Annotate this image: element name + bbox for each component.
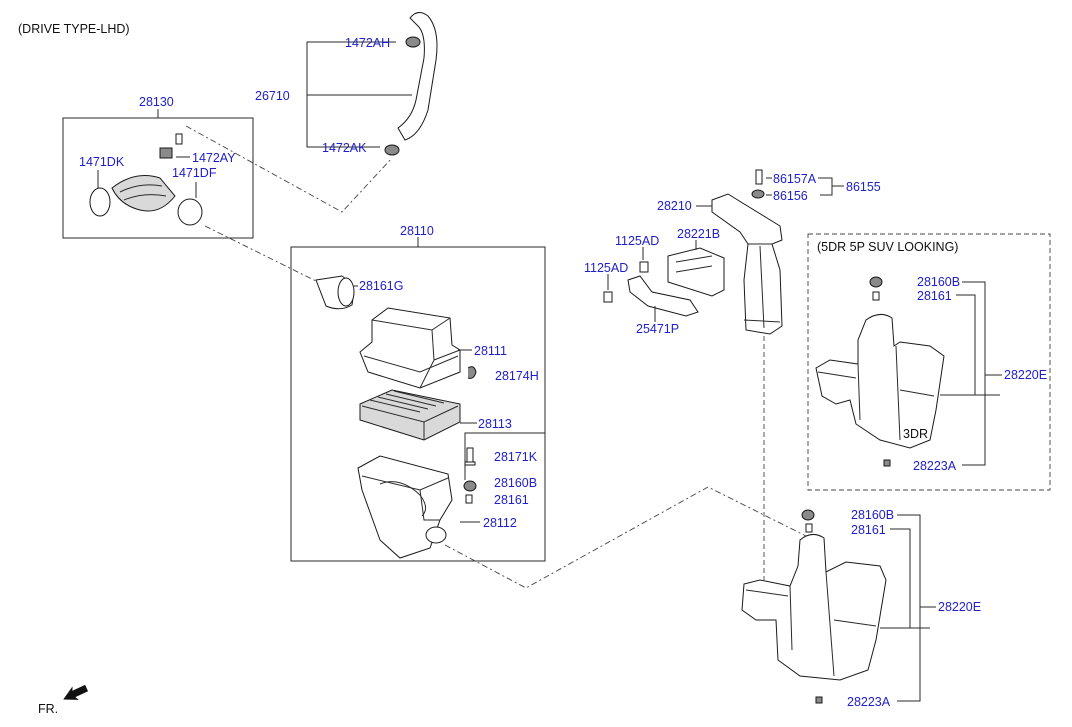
callout-28110[interactable]: 28110 (400, 224, 434, 238)
bushing-28161-suv (872, 291, 880, 301)
callout-1125AD-upper[interactable]: 1125AD (615, 234, 659, 248)
callout-28220E-std[interactable]: 28220E (938, 600, 981, 614)
group-28220E: 28160B 28161 28223A 28220E (741, 508, 981, 709)
callout-28223A-std[interactable]: 28223A (847, 695, 891, 709)
breather-hose-26710 (397, 12, 438, 141)
callout-25471P[interactable]: 25471P (636, 322, 679, 336)
callout-1472AK[interactable]: 1472AK (322, 141, 367, 155)
grommet-28160B (463, 480, 477, 492)
callout-28223A-suv[interactable]: 28223A (913, 459, 957, 473)
callout-26710[interactable]: 26710 (255, 89, 290, 103)
callout-28161G[interactable]: 28161G (359, 279, 403, 293)
callout-1125AD-lower[interactable]: 1125AD (584, 261, 628, 275)
variant-box (807, 233, 1051, 491)
bolt-28171K (464, 447, 476, 466)
bolt-86157A (755, 169, 763, 185)
callout-28160B-suv[interactable]: 28160B (917, 275, 960, 289)
clip-1472AY (159, 147, 173, 159)
intake-hose-28130 (111, 175, 176, 212)
callout-28130[interactable]: 28130 (139, 95, 174, 109)
callout-28210[interactable]: 28210 (657, 199, 692, 213)
hose-clamp-1471DK (89, 187, 111, 217)
hose-clamp-1471DF (177, 198, 203, 226)
callout-28171K[interactable]: 28171K (494, 450, 538, 464)
callout-28113[interactable]: 28113 (478, 417, 512, 431)
callout-28111[interactable]: 28111 (474, 344, 507, 358)
svg-text:3DR: 3DR (903, 427, 928, 441)
bolt-1472AY (175, 133, 183, 145)
fr-label: FR. (38, 702, 58, 716)
hose-clamp-1472AK (384, 144, 400, 156)
group-variant-suv: (5DR 5P SUV LOOKING) 28160B 28161 3DR 28… (807, 233, 1051, 491)
bolt-1125AD-lower (603, 291, 613, 303)
bolt-28223A-std (815, 696, 823, 704)
bolt-28223A-suv (883, 459, 891, 467)
drive-type-label: (DRIVE TYPE-LHD) (18, 22, 130, 36)
callout-28112[interactable]: 28112 (483, 516, 517, 530)
callout-28221B[interactable]: 28221B (677, 227, 720, 241)
callout-28220E-suv[interactable]: 28220E (1004, 368, 1047, 382)
callout-86156[interactable]: 86156 (773, 189, 808, 203)
callout-28174H[interactable]: 28174H (495, 369, 539, 383)
air-filter-28113 (359, 389, 461, 441)
resonator-28220E-suv (815, 314, 945, 449)
callout-86157A[interactable]: 86157A (773, 172, 817, 186)
group-28130: 28130 1471DK 1472AY 1471DF (62, 95, 254, 239)
callout-28160B-std[interactable]: 28160B (851, 508, 894, 522)
grommet-86156 (751, 189, 765, 199)
front-arrow-icon (63, 684, 89, 700)
group-28210: 86157A 86156 86155 28210 28221B 1125AD 1… (584, 169, 881, 580)
inlet-duct-28210 (711, 193, 783, 335)
resonator-28220E (741, 534, 887, 681)
group-28110: 28110 28161G 28111 28174H 28113 28171K 2… (290, 224, 546, 562)
grommet-28160B-suv (869, 276, 883, 288)
grommet-28160B-std (801, 509, 815, 521)
callout-28161-suv[interactable]: 28161 (917, 289, 952, 303)
front-direction-indicator: FR. (38, 684, 89, 716)
bushing-28161-std (805, 523, 813, 533)
callout-28161-std[interactable]: 28161 (851, 523, 886, 537)
callout-1471DK[interactable]: 1471DK (79, 155, 125, 169)
callout-1471DF[interactable]: 1471DF (172, 166, 217, 180)
group-26710: 1472AH 26710 1472AK (255, 12, 438, 156)
callout-28161-cleaner[interactable]: 28161 (494, 493, 529, 507)
hose-clamp-1472AH (405, 36, 421, 48)
bushing-28161 (465, 494, 473, 504)
callout-86155[interactable]: 86155 (846, 180, 881, 194)
clip-28174H (467, 366, 477, 379)
callout-1472AY[interactable]: 1472AY (192, 151, 236, 165)
callout-1472AH[interactable]: 1472AH (345, 36, 390, 50)
bracket-25471P (627, 275, 699, 317)
bracket-28221B (667, 247, 725, 297)
bolt-1125AD-upper (639, 261, 649, 273)
variant-box-title: (5DR 5P SUV LOOKING) (817, 240, 958, 254)
callout-28160B-cleaner[interactable]: 28160B (494, 476, 537, 490)
